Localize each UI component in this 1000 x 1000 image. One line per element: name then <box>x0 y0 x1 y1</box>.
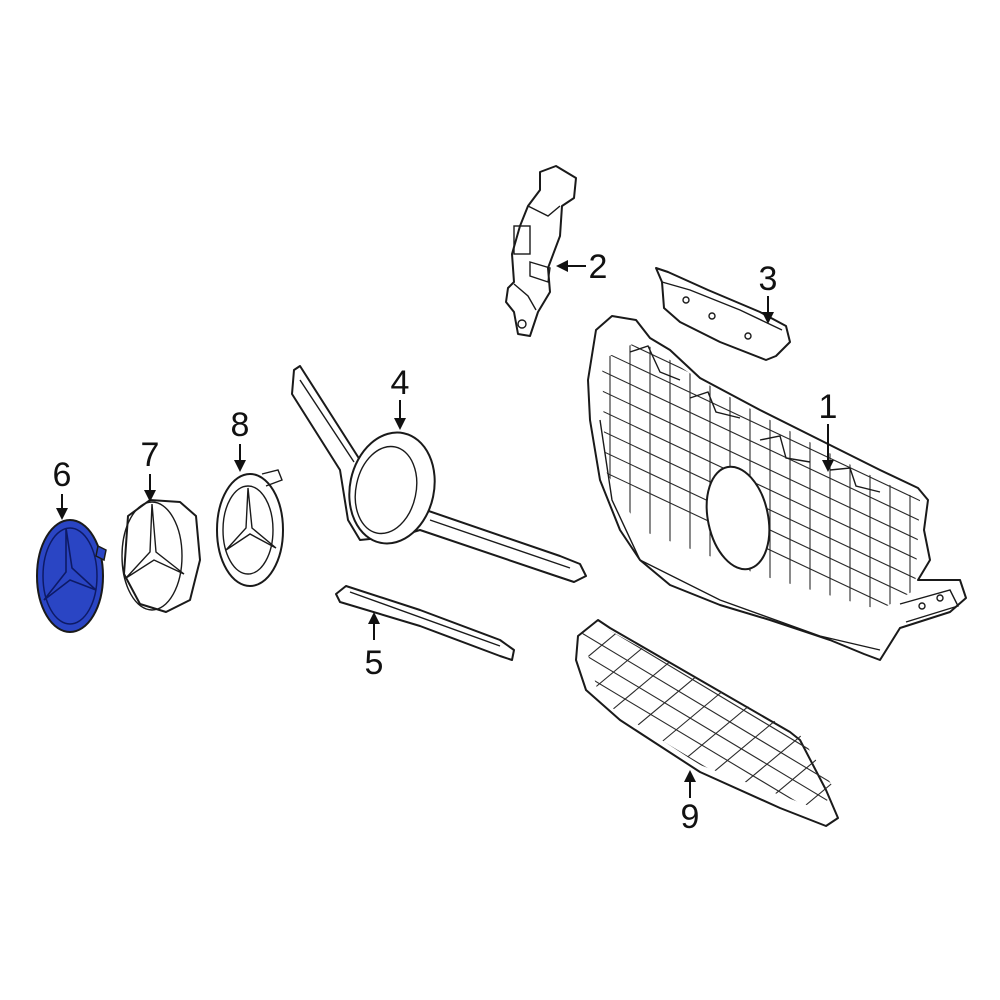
part-1-grille[interactable] <box>587 315 967 661</box>
callout-2: 2 <box>589 248 608 286</box>
callout-4: 4 <box>391 364 410 402</box>
part-8-emblem-carrier[interactable] <box>216 469 284 587</box>
part-4-emblem-bar[interactable] <box>291 365 587 583</box>
callout-6: 6 <box>53 456 72 494</box>
callout-5: 5 <box>365 644 384 682</box>
part-3-reinforcement[interactable] <box>655 267 791 361</box>
part-5-trim-strip[interactable] <box>335 585 515 661</box>
callout-8: 8 <box>231 406 250 444</box>
callout-1: 1 <box>819 388 838 426</box>
callout-9: 9 <box>681 798 700 836</box>
callout-7: 7 <box>141 436 160 474</box>
part-6-star-emblem[interactable] <box>36 519 107 633</box>
part-2-bracket[interactable] <box>505 165 577 337</box>
part-7-emblem-base[interactable] <box>121 499 201 613</box>
callout-arrows <box>56 260 834 798</box>
callout-3: 3 <box>759 260 778 298</box>
